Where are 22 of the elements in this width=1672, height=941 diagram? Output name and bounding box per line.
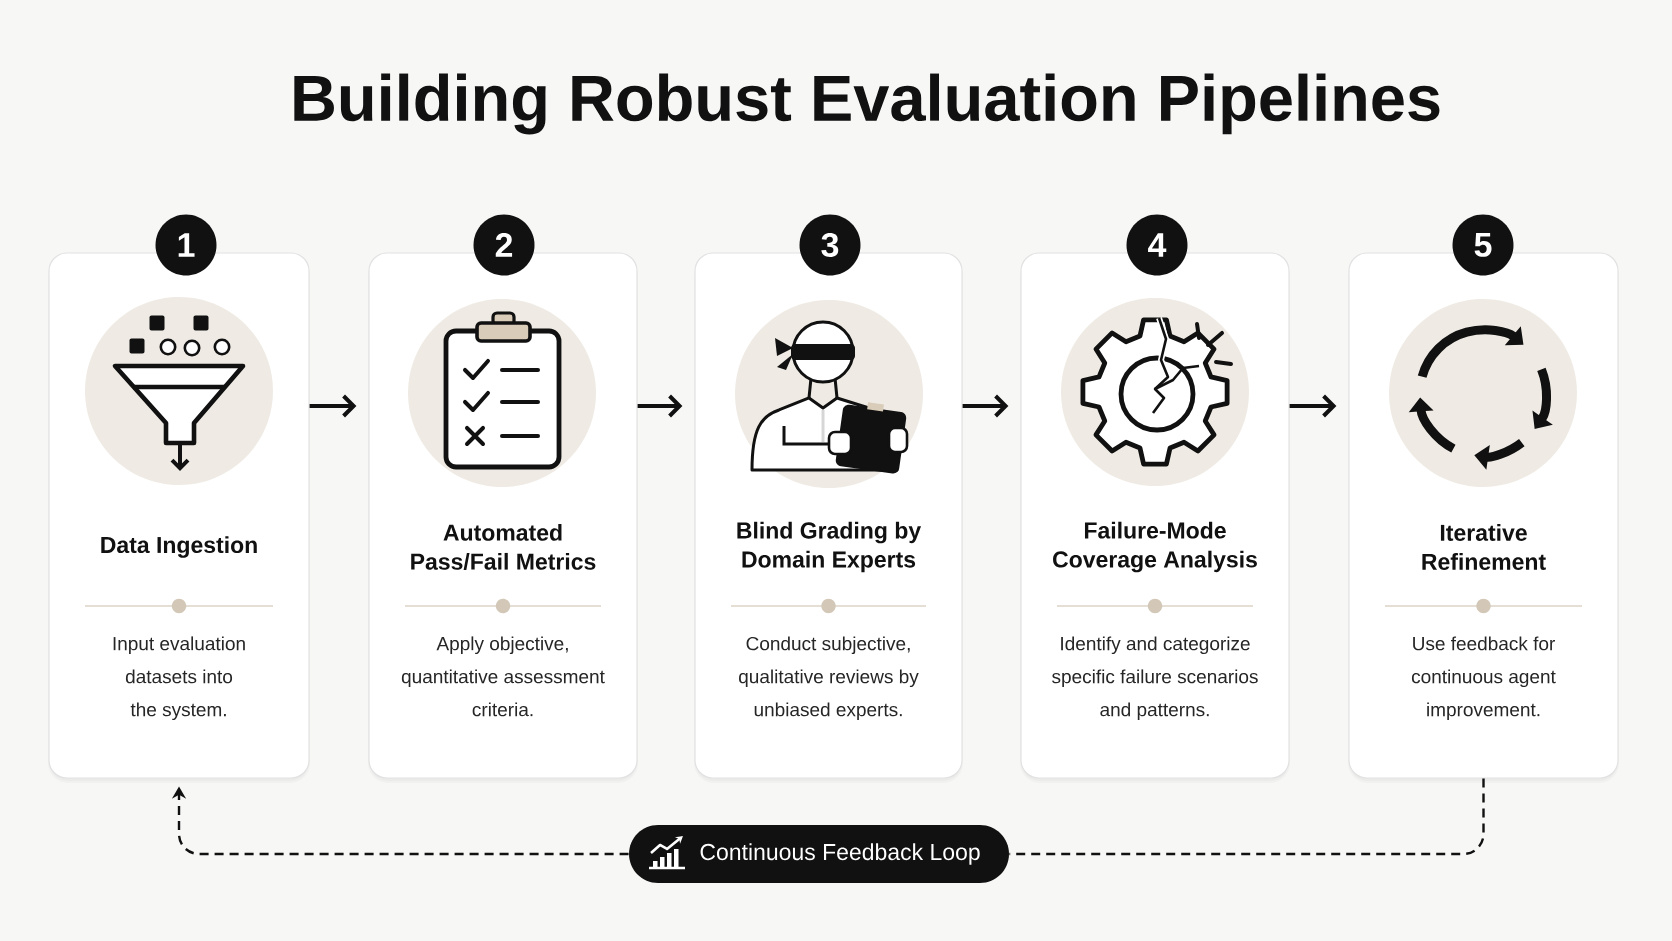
step-title: Automated Pass/Fail Metrics	[411, 523, 596, 571]
number-badge: 1	[155, 214, 217, 276]
arrow	[309, 394, 357, 418]
step-description: Identify and categorize specific failure scenarios and patterns.	[1052, 636, 1258, 721]
step-description: Input evaluation datasets into the system.	[113, 636, 245, 721]
step-title: Data Ingestion	[101, 536, 257, 558]
step-description: Use feedback for continuous agent improvement.	[1411, 636, 1556, 721]
number-badge: 2	[473, 214, 535, 276]
step-title: Blind Grading by Domain Experts	[737, 521, 922, 573]
dashed-line	[1009, 778, 1485, 856]
arrow	[637, 394, 683, 418]
step-description: Conduct subjective, qualitative reviews by unbiased experts.	[739, 636, 919, 721]
pill-label: Continuous Feedback Loop	[629, 825, 1009, 883]
number-badge: 3	[799, 214, 861, 276]
step-title: Iterative Refinement	[1422, 524, 1546, 570]
number-badge: 5	[1452, 214, 1514, 276]
arrow	[962, 394, 1009, 418]
arrow	[1289, 394, 1337, 418]
title: Building Robust Evaluation Pipelines	[294, 73, 1440, 135]
step-description: Apply objective, quantitative assessment criteria.	[401, 636, 605, 717]
step-title: Failure-Mode Coverage Analysis	[1053, 521, 1257, 573]
number-badge: 4	[1126, 214, 1188, 276]
